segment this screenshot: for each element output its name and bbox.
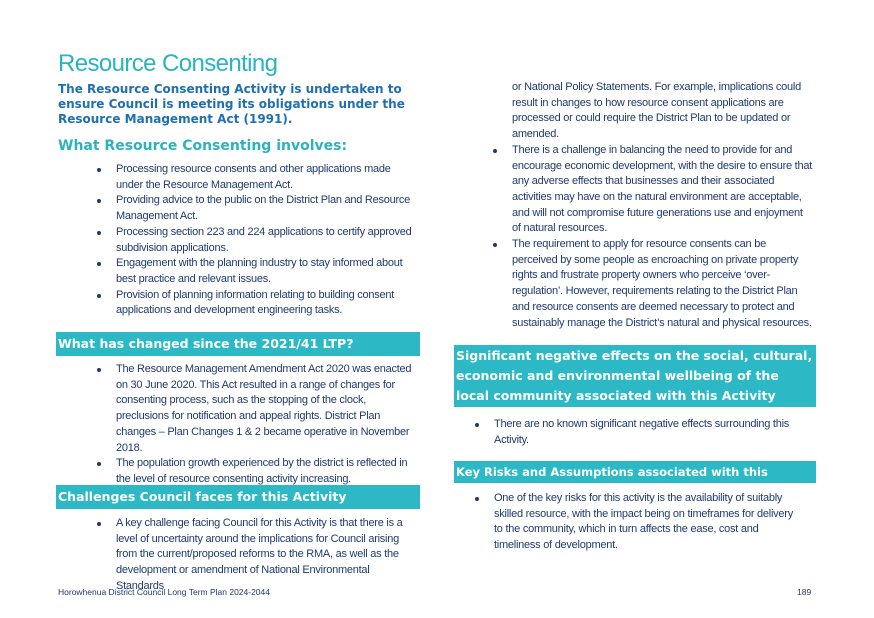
list-item: Processing section 223 and 224 applicati… <box>96 225 420 256</box>
list-item: Processing resource consents and other a… <box>96 162 420 193</box>
negative-effects-list: There are no known significant negative … <box>474 417 796 448</box>
list-item: Providing advice to the public on the Di… <box>96 193 420 224</box>
list-item: The Resource Management Amendment Act 20… <box>96 362 420 456</box>
list-item: The requirement to apply for resource co… <box>492 237 814 331</box>
list-item: Provision of planning information relati… <box>96 288 420 319</box>
challenges-section-heading: Challenges Council faces for this Activi… <box>56 485 420 509</box>
involves-list: Processing resource consents and other a… <box>96 162 420 319</box>
risks-list: One of the key risks for this activity i… <box>474 491 796 554</box>
page-number: 189 <box>797 587 812 597</box>
list-item: There is a challenge in balancing the ne… <box>492 143 814 237</box>
footer-document-title: Horowhenua District Council Long Term Pl… <box>58 587 270 597</box>
intro-statement: The Resource Consenting Activity is unde… <box>58 82 405 126</box>
list-item: A key challenge facing Council for this … <box>96 516 420 595</box>
list-item: Engagement with the planning industry to… <box>96 256 420 287</box>
page-title: Resource Consenting <box>58 50 278 77</box>
list-item-continuation: or National Policy Statements. For examp… <box>512 81 801 141</box>
list-item: There are no known significant negative … <box>474 417 796 448</box>
risks-section-heading: Key Risks and Assumptions associated wit… <box>454 461 816 501</box>
challenges-list: A key challenge facing Council for this … <box>96 516 420 595</box>
challenges-list-continued: or National Policy Statements. For examp… <box>492 80 814 331</box>
list-item: The population growth experienced by the… <box>96 456 420 487</box>
negative-effects-section-heading: Significant negative effects on the soci… <box>454 345 816 407</box>
involves-heading: What Resource Consenting involves: <box>58 138 348 154</box>
changed-section-heading: What has changed since the 2021/41 LTP? <box>56 332 420 356</box>
changed-list: The Resource Management Amendment Act 20… <box>96 362 420 488</box>
list-item: One of the key risks for this activity i… <box>474 491 796 554</box>
